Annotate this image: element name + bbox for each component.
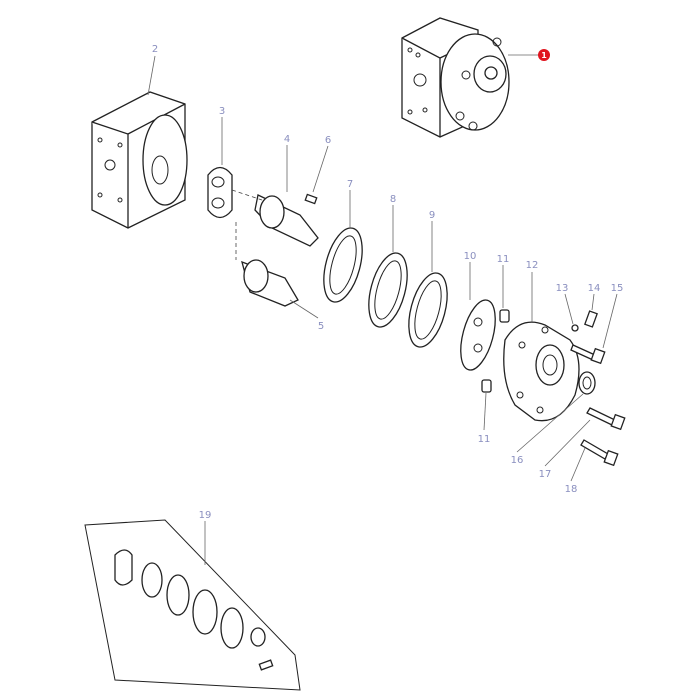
part-18-bolt[interactable] — [570, 439, 619, 482]
callout-12[interactable]: 12 — [526, 260, 539, 271]
callout-13[interactable]: 13 — [556, 283, 569, 294]
callout-16[interactable]: 16 — [511, 455, 524, 466]
part-19-seal-kit[interactable] — [84, 519, 301, 691]
callout-2[interactable]: 2 — [152, 44, 158, 55]
callout-3[interactable]: 3 — [219, 106, 225, 117]
callout-5[interactable]: 5 — [318, 321, 324, 332]
callout-15[interactable]: 15 — [611, 283, 624, 294]
part-7-plate[interactable] — [317, 190, 370, 306]
part-3-seal[interactable] — [207, 117, 233, 219]
callout-11-upper[interactable]: 11 — [497, 254, 510, 265]
part-13-washer[interactable] — [564, 293, 579, 332]
callout-14[interactable]: 14 — [588, 283, 601, 294]
part-12-cover[interactable] — [503, 272, 580, 422]
part-1-pump-assembly[interactable] — [401, 17, 538, 138]
callout-11-lower[interactable]: 11 — [478, 434, 491, 445]
part-16-oil-seal[interactable] — [516, 371, 596, 453]
callout-18[interactable]: 18 — [565, 484, 578, 495]
callout-1-badge[interactable]: 1 — [538, 49, 550, 61]
callout-9[interactable]: 9 — [429, 210, 435, 221]
callout-6[interactable]: 6 — [325, 135, 331, 146]
part-9-plate[interactable] — [402, 221, 455, 351]
part-15-bolt[interactable] — [570, 293, 618, 365]
part-17-bolt[interactable] — [544, 407, 626, 467]
part-10-gasket[interactable] — [454, 262, 502, 374]
callout-7[interactable]: 7 — [347, 179, 353, 190]
part-4-drive-gear[interactable] — [231, 145, 319, 247]
callout-17[interactable]: 17 — [539, 469, 552, 480]
part-14-plug[interactable] — [584, 293, 598, 328]
callout-4[interactable]: 4 — [284, 134, 290, 145]
svg-text:1: 1 — [541, 51, 547, 60]
part-2-housing[interactable] — [91, 55, 188, 229]
callout-19[interactable]: 19 — [199, 510, 212, 521]
part-5-driven-gear[interactable] — [235, 222, 319, 319]
part-11-dowel[interactable] — [481, 265, 510, 431]
callout-8[interactable]: 8 — [390, 194, 396, 205]
part-6-pin[interactable] — [304, 145, 329, 205]
callout-10[interactable]: 10 — [464, 251, 477, 262]
part-8-plate[interactable] — [362, 205, 415, 331]
